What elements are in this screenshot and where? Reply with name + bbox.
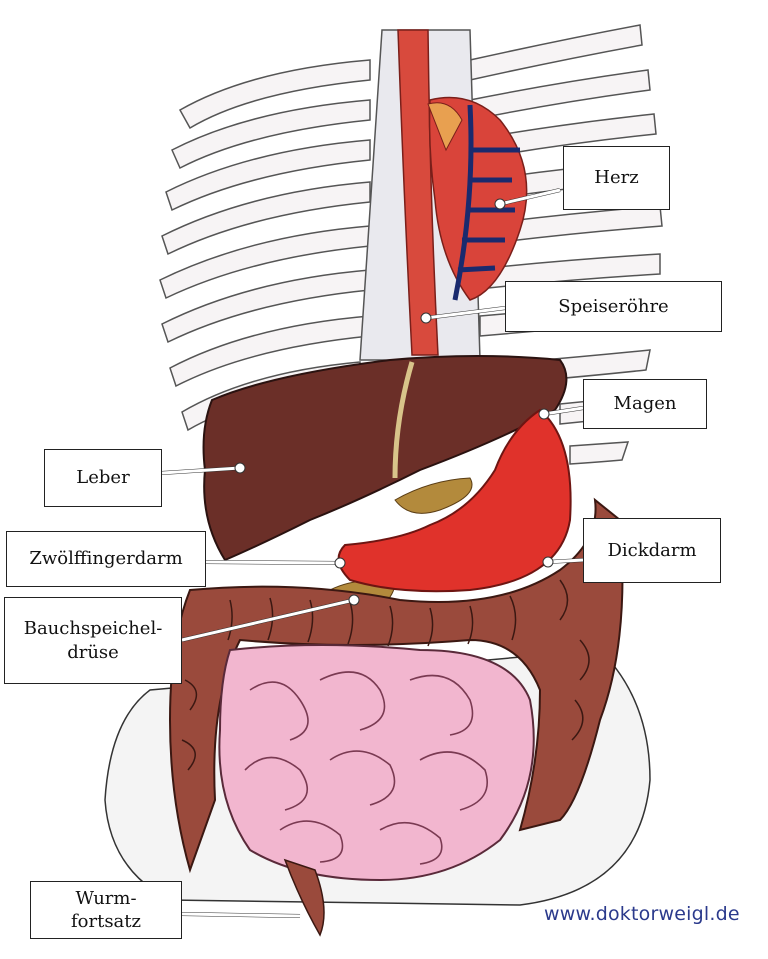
label-herz-text: Herz [594, 167, 639, 189]
heart-atrium [427, 102, 463, 152]
label-zwoelffingerdarm: Zwölffingerdarm [6, 531, 206, 587]
liver-ligament [392, 361, 415, 479]
heart-vessels [452, 104, 520, 301]
label-bauchspeicheldruese-line2: drüse [67, 641, 119, 663]
appendix [283, 858, 325, 937]
small-intestine-folds [244, 671, 488, 865]
colon-segments [181, 579, 590, 771]
label-dickdarm-text: Dickdarm [607, 539, 697, 561]
label-herz: Herz [563, 146, 670, 210]
liver [202, 355, 568, 562]
label-wurmfortsatz: Wurm- fortsatz [30, 881, 182, 939]
label-bauchspeicheldruese-line1: Bauchspeichel- [23, 618, 163, 640]
leader-lines [161, 188, 584, 918]
pancreas [394, 477, 473, 514]
label-dickdarm: Dickdarm [583, 518, 721, 583]
label-speiseroehre: Speiseröhre [505, 281, 722, 332]
leader-dots [234, 198, 554, 606]
colon [168, 497, 624, 874]
label-leber-text: Leber [76, 467, 130, 489]
label-magen-text: Magen [613, 393, 677, 415]
label-magen: Magen [583, 379, 707, 429]
label-bauchspeicheldruese: Bauchspeichel- drüse [4, 597, 182, 684]
stomach [337, 408, 572, 593]
label-leber: Leber [44, 449, 162, 507]
credit-url: www.doktorweigl.de [544, 903, 740, 925]
label-zwoelffingerdarm-text: Zwölffingerdarm [29, 548, 183, 570]
label-speiseroehre-text: Speiseröhre [558, 295, 669, 317]
label-wurmfortsatz-line1: Wurm- [75, 887, 137, 909]
label-wurmfortsatz-line2: fortsatz [70, 911, 142, 932]
small-intestine [218, 644, 535, 882]
